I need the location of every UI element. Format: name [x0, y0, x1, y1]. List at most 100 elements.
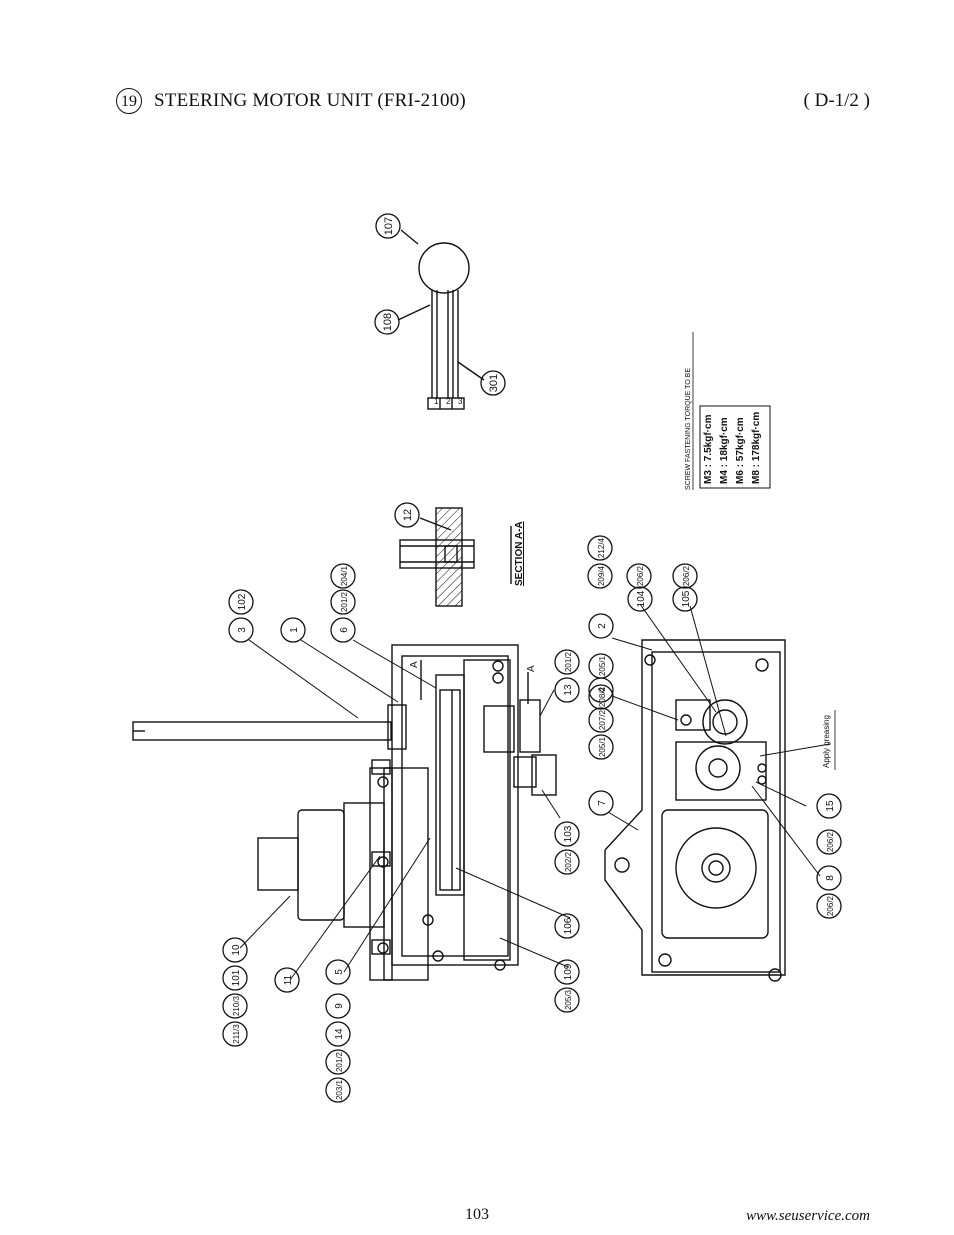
part-balloon-label: 205/1: [598, 655, 607, 676]
part-balloon-circle: [554, 649, 580, 675]
torque-row-m8: M8 : 178kgf·cm: [751, 412, 762, 484]
part-balloon-label: 11: [283, 974, 294, 985]
part-balloon-label: 3: [237, 627, 248, 633]
part-balloon-label: 4: [597, 687, 608, 693]
plan-view-assembly: [604, 639, 786, 982]
part-balloon-label: 14: [334, 1028, 345, 1040]
connector-assembly: [397, 229, 485, 410]
page-header: 19 STEERING MOTOR UNIT (FRI-2100) ( D-1/…: [116, 88, 876, 116]
part-balloon-circle: [228, 589, 254, 615]
side-view-assembly: [132, 644, 557, 981]
part-balloon-circle: [588, 707, 614, 733]
part-balloon-label: 102: [237, 593, 248, 610]
part-balloon-circle: [554, 849, 580, 875]
part-balloon-label: 101: [231, 969, 242, 986]
section-number-badge: 19: [116, 88, 142, 114]
part-balloon-circle: [816, 865, 842, 891]
pin-2: 2: [446, 397, 451, 406]
page-reference: ( D-1/2 ): [803, 90, 870, 111]
part-balloon-circle: [330, 589, 356, 615]
part-balloon-circle: [280, 617, 306, 643]
torque-row-m4: M4 : 18kgf·cm: [719, 417, 730, 484]
part-balloon-circle: [325, 1049, 351, 1075]
part-balloon-circle: [672, 563, 698, 589]
part-balloon-circle: [554, 959, 580, 985]
cut-mark-a-top: A: [409, 661, 420, 668]
part-balloon-label: 104: [636, 590, 647, 607]
part-balloon-label: 205/1: [598, 736, 607, 757]
part-balloon-label: 103: [563, 825, 574, 842]
part-balloon-label: 206/2: [826, 895, 835, 916]
part-balloon-label: 206/2: [636, 565, 645, 586]
part-balloon-label: 202/2: [564, 851, 573, 872]
part-balloon-label: 209/4: [597, 565, 606, 586]
footer-url: www.seuservice.com: [746, 1208, 870, 1224]
torque-row-m6: M6 : 57kgf·cm: [735, 417, 746, 484]
part-balloon-circle: [222, 965, 248, 991]
part-balloon-circle: [330, 617, 356, 643]
part-balloon-label: 204/1: [340, 565, 349, 586]
part-balloon-label: 201/2: [340, 591, 349, 612]
part-balloon-label: 201/2: [564, 651, 573, 672]
part-balloon-circle: [330, 563, 356, 589]
part-balloon-label: 105: [681, 590, 692, 607]
part-balloon-circle: [222, 937, 248, 963]
part-balloon-label: 203/1: [335, 1079, 344, 1100]
balloon-301: 301: [488, 374, 500, 392]
part-balloon-circle: [554, 913, 580, 939]
part-balloon-label: 7: [597, 800, 608, 806]
part-balloon-label: 13: [563, 684, 574, 696]
part-balloon-circle: [627, 586, 653, 612]
part-balloon-circle: [325, 959, 351, 985]
torque-row-m3: M3 : 7.5kgf·cm: [703, 414, 714, 484]
page-title: STEERING MOTOR UNIT (FRI-2100): [154, 90, 466, 111]
part-balloon-circle: [588, 734, 614, 760]
section-a-a-view: [399, 507, 512, 607]
part-balloon-label: 208/2: [598, 686, 607, 707]
part-balloon-label: 2: [597, 623, 608, 629]
part-balloon-circle: [228, 617, 254, 643]
part-balloon-circle: [554, 677, 580, 703]
part-balloon-label: 109: [563, 963, 574, 980]
part-balloon-label: 5: [334, 969, 345, 975]
part-balloon-label: 15: [825, 800, 836, 812]
part-balloon-circle: [325, 1077, 351, 1103]
part-balloon-label: 8: [825, 875, 836, 881]
part-balloon-label: 212/4: [597, 537, 606, 558]
balloon-108: 108: [382, 313, 394, 331]
part-balloon-label: 210/3: [232, 995, 241, 1016]
part-balloon-circle: [626, 563, 652, 589]
balloon-107: 107: [383, 217, 395, 235]
torque-note: SCREW FASTENING TORQUE TO BE M3 : 7.5kgf…: [685, 332, 771, 490]
leader-lines: [239, 603, 831, 981]
part-balloon-label: 206/2: [682, 565, 691, 586]
cut-mark-a-bottom: A: [526, 665, 537, 672]
part-balloon-label: 211/3: [232, 1024, 241, 1044]
part-balloon-label: 6: [339, 627, 350, 633]
part-balloon-circle: [554, 987, 580, 1013]
part-balloon-circle: [325, 1021, 351, 1047]
part-balloon-circle: [816, 829, 842, 855]
pin-3: 3: [458, 397, 463, 406]
part-balloon-label: 201/2: [335, 1051, 344, 1072]
part-balloon-label: 206/2: [826, 831, 835, 852]
part-balloon-circle: [588, 684, 614, 710]
part-balloon-label: 9: [334, 1003, 345, 1009]
part-balloon-circle: [816, 793, 842, 819]
section-a-a-label: SECTION A-A: [514, 521, 525, 586]
part-balloon-circle: [588, 790, 614, 816]
part-balloon-circle: [672, 586, 698, 612]
part-balloon-label: 10: [231, 944, 242, 956]
part-balloon-label: 205/3: [564, 989, 573, 1010]
part-balloon-circle: [222, 993, 248, 1019]
grease-note: Apply greasing: [822, 715, 831, 768]
part-balloon-circle: [587, 535, 613, 561]
part-balloon-circle: [274, 967, 300, 993]
part-balloon-label: 106: [563, 917, 574, 934]
part-balloon-circle: [816, 893, 842, 919]
part-balloon-circle: [325, 993, 351, 1019]
part-balloon-circle: [588, 613, 614, 639]
page-number: 103: [465, 1206, 489, 1223]
